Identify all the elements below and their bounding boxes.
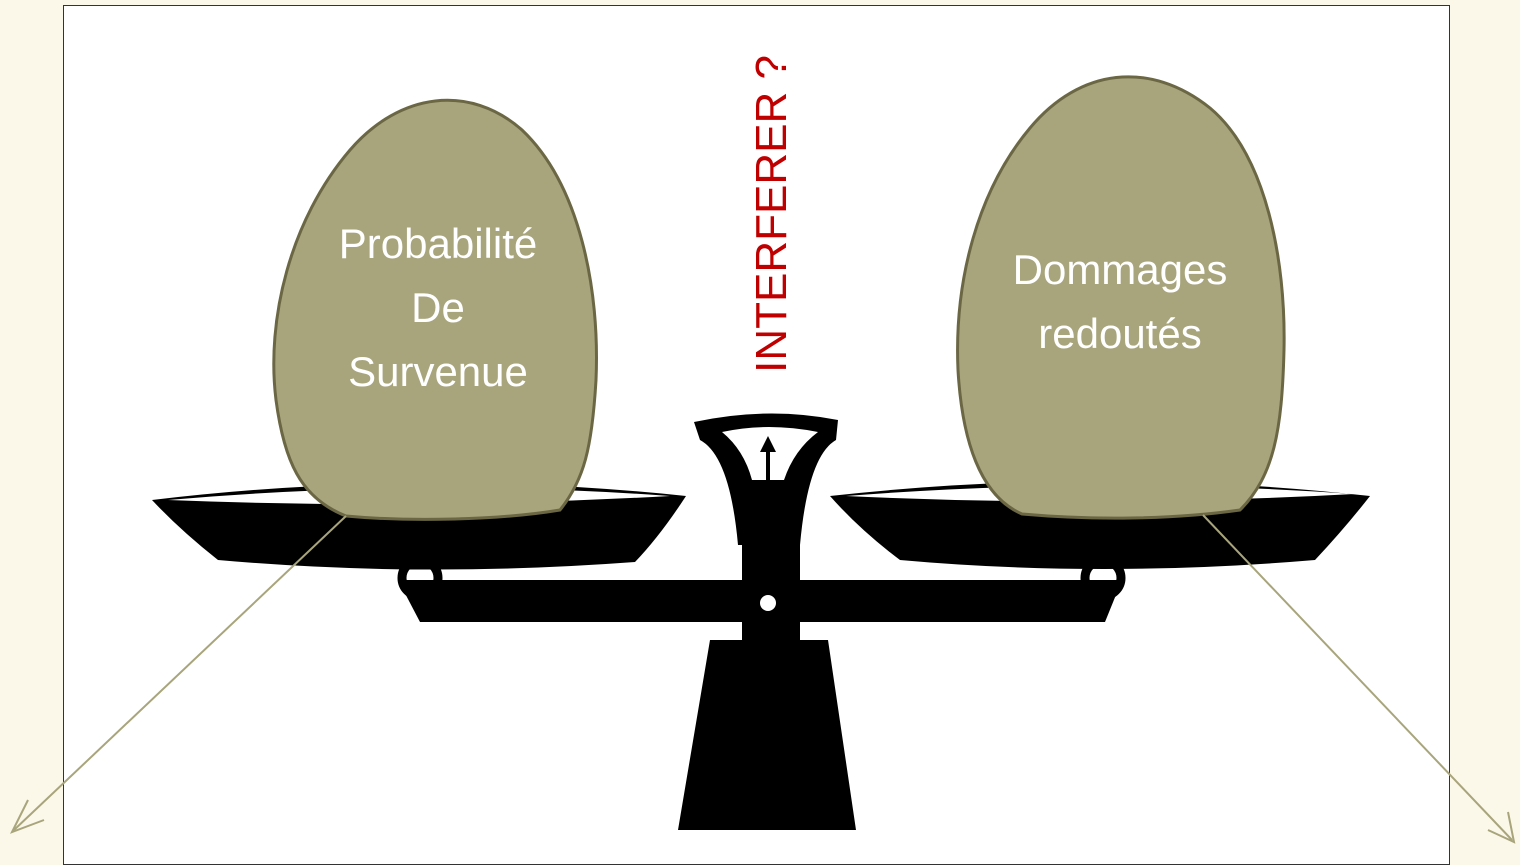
right-stone-label-line1: Dommages bbox=[1013, 246, 1228, 293]
interfere-question: INTERFERER ? bbox=[747, 55, 796, 373]
left-arrowhead bbox=[9, 799, 45, 834]
left-arrow-line bbox=[13, 515, 347, 831]
scale-base bbox=[678, 545, 856, 830]
beam-pivot bbox=[760, 595, 776, 611]
right-arrow-line bbox=[1202, 514, 1513, 841]
right-stone-label-line2: redoutés bbox=[1038, 310, 1201, 357]
left-stone-label-line1: Probabilité bbox=[339, 220, 537, 267]
left-stone-label-line2: De bbox=[411, 284, 465, 331]
indicator-needle bbox=[760, 436, 776, 484]
right-stone bbox=[956, 75, 1286, 520]
left-stone-label-line3: Survenue bbox=[348, 348, 528, 395]
scale-beam bbox=[398, 580, 1122, 622]
right-arrowhead bbox=[1487, 811, 1516, 844]
left-stone bbox=[272, 98, 598, 521]
